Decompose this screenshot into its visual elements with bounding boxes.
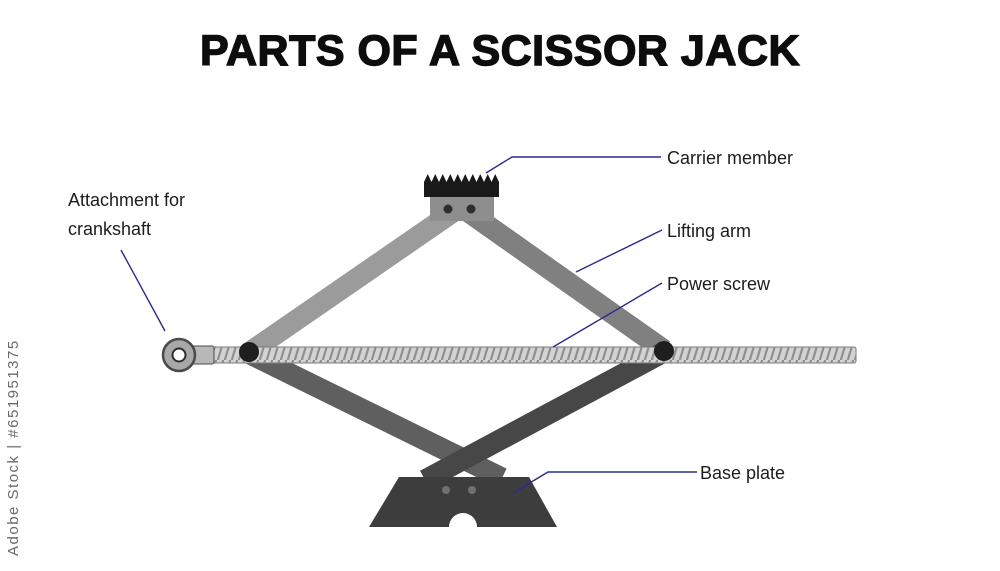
carrier-serrated-pad [424,174,499,197]
leader-line-carrier-member [485,156,661,174]
carrier-bolt-left [443,204,453,214]
carrier-plate [430,196,494,221]
leader-line-power-screw [552,282,663,348]
label-carrier-member: Carrier member [667,148,794,168]
power-screw-threads [196,347,856,363]
carrier-member-shape [424,174,499,221]
page-title: PARTS OF A SCISSOR JACK [199,26,801,75]
leader-line-base-plate [512,471,697,494]
leader-line-attachment [120,249,166,332]
label-base-plate: Base plate [700,463,786,483]
right-pivot-joint [654,341,674,361]
base-bolt-right [468,486,476,494]
label-attachment-for-crankshaft: Attachment for crankshaft [68,190,186,239]
left-pivot-joint [239,342,259,362]
base-bolt-left [442,486,450,494]
carrier-bolt-right [466,204,476,214]
base-plate-body [369,477,557,527]
label-lifting-arm: Lifting arm [667,221,752,241]
base-plate-shape [369,477,557,527]
lower-right-arm-shape [420,342,669,490]
crankshaft-attachment-hole [171,347,187,363]
leader-lines [120,156,697,494]
watermark-text: Adobe Stock | #651951375 [5,339,22,556]
leader-line-lifting-arm [575,229,663,273]
label-power-screw: Power screw [667,274,771,294]
